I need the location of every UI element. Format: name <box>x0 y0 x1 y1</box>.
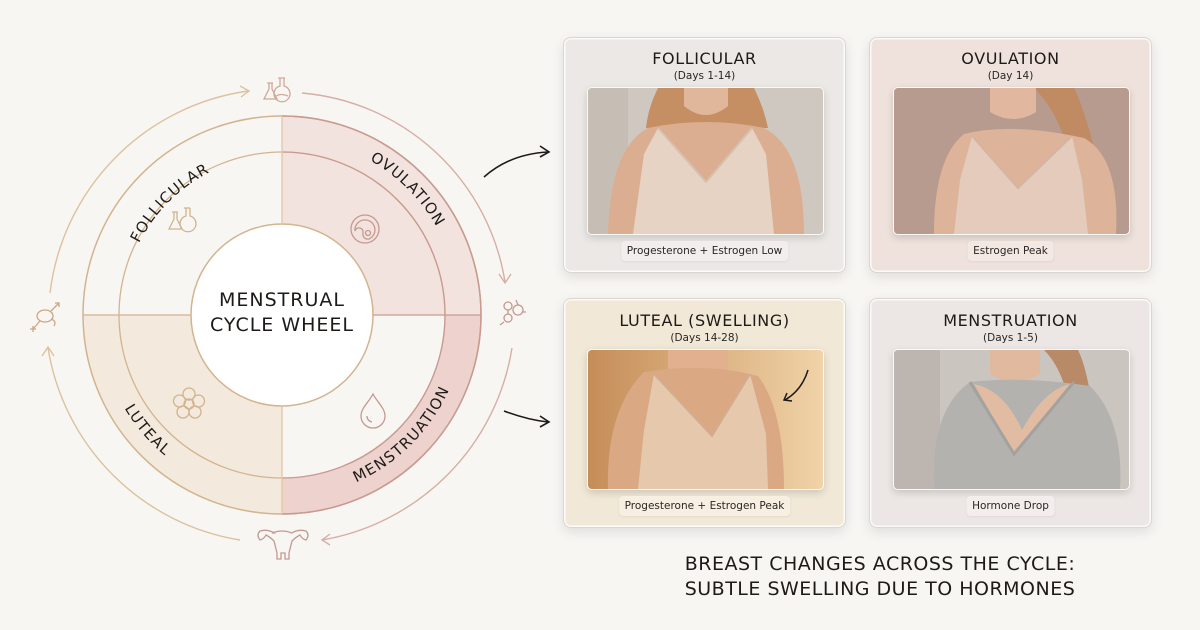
card-subtitle: (Day 14) <box>987 70 1034 82</box>
card-subtitle: (Days 14-28) <box>670 332 739 344</box>
uterus-icon <box>257 529 309 560</box>
card-title: LUTEAL (SWELLING) <box>619 311 790 330</box>
phase-photo <box>893 87 1130 235</box>
phase-card-follicular: FOLLICULAR (Days 1-14) Progesterone + Es… <box>563 37 846 273</box>
card-title: FOLLICULAR <box>652 49 757 68</box>
drop-icon <box>360 392 386 429</box>
hormone-badge: Progesterone + Estrogen Peak <box>618 496 791 516</box>
flower-icon <box>172 387 206 419</box>
segment-ovulation <box>282 116 481 315</box>
flask-icon <box>262 77 291 103</box>
menstrual-cycle-wheel: MENSTRUAL CYCLE WHEEL FOLLICULAR OVULATI… <box>30 77 526 560</box>
caption-line1: BREAST CHANGES ACROSS THE CYCLE: <box>684 553 1076 575</box>
segment-label-follicular: FOLLICULAR <box>127 160 213 246</box>
flask-icon <box>167 207 197 233</box>
swelling-indicator-arrow-icon <box>782 369 809 402</box>
phase-photo <box>893 349 1130 490</box>
phase-photo <box>587 349 824 490</box>
phase-card-menstruation: MENSTRUATION (Days 1-5) Hormone Drop <box>869 298 1152 528</box>
gender-symbol-icon <box>30 302 60 332</box>
caption-line2: SUBTLE SWELLING DUE TO HORMONES <box>684 578 1076 600</box>
wheel-center-title-line1: MENSTRUAL <box>219 289 345 311</box>
hormone-badge: Progesterone + Estrogen Low <box>620 241 789 261</box>
hormone-badge: Hormone Drop <box>966 496 1055 516</box>
card-subtitle: (Days 1-14) <box>673 70 736 82</box>
egg-cell-icon <box>350 214 380 244</box>
segment-menstruation <box>282 315 481 514</box>
hormone-molecule-icon <box>499 299 526 326</box>
card-title: OVULATION <box>961 49 1060 68</box>
diagram-caption: BREAST CHANGES ACROSS THE CYCLE: SUBTLE … <box>620 552 1140 602</box>
phase-card-luteal: LUTEAL (SWELLING) (Days 14-28) Progester… <box>563 298 846 528</box>
card-subtitle: (Days 1-5) <box>983 332 1038 344</box>
wheel-center-title-line2: CYCLE WHEEL <box>210 314 354 336</box>
phase-photo <box>587 87 824 235</box>
card-title: MENSTRUATION <box>943 311 1078 330</box>
segment-luteal <box>83 315 282 514</box>
phase-card-ovulation: OVULATION (Day 14) Estrogen Peak <box>869 37 1152 273</box>
hormone-badge: Estrogen Peak <box>967 241 1054 261</box>
